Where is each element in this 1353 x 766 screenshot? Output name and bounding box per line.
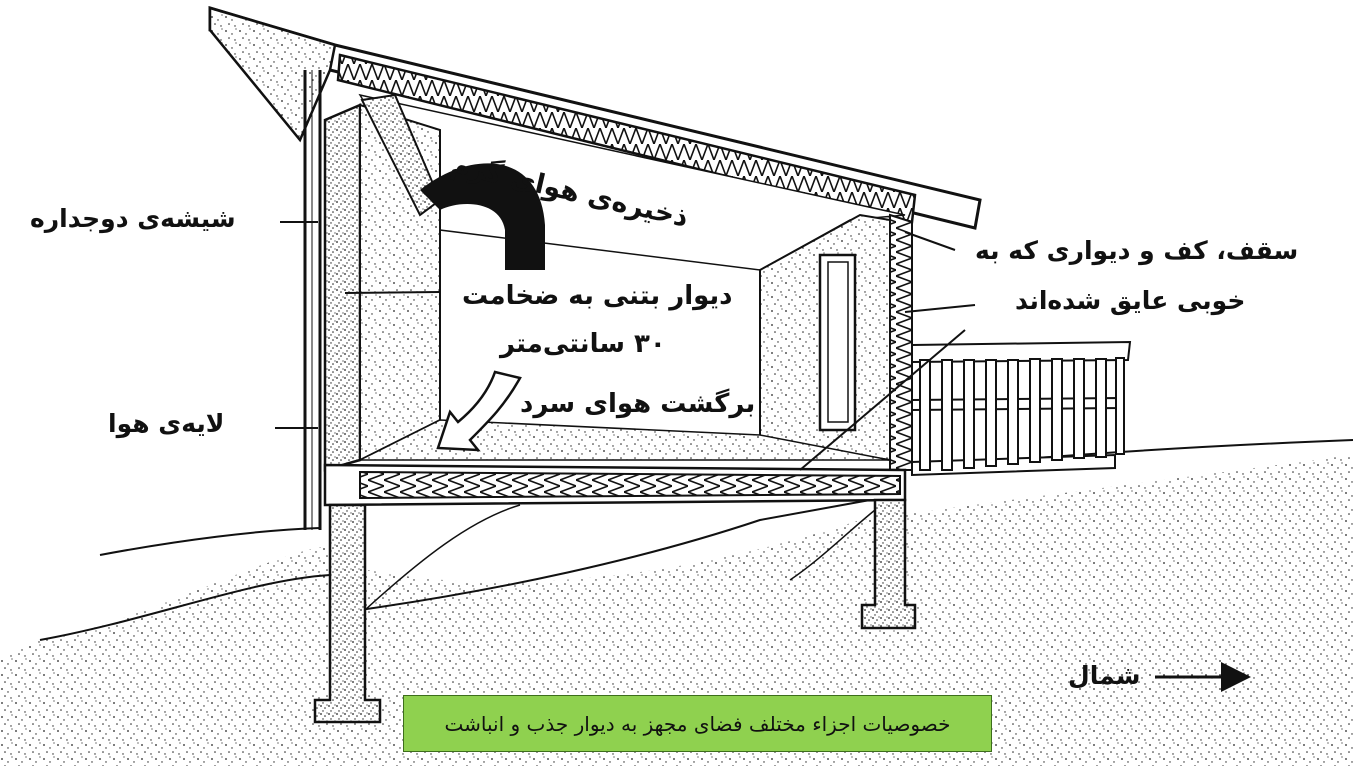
cold-air-arrow <box>436 370 522 452</box>
figure-caption: خصوصیات اجزاء مختلف فضای مجهز به دیوار ج… <box>403 695 992 752</box>
label-cold-air-return: برگشت هوای سرد <box>520 389 756 419</box>
label-concrete-wall-line2: ۳۰ سانتی‌متر <box>500 329 666 359</box>
roof <box>208 5 982 230</box>
label-double-glazing: شیشه‌ی دوجداره <box>30 204 236 233</box>
label-air-layer: لایه‌ی هوا <box>108 409 225 438</box>
warm-air-arrow <box>420 163 545 270</box>
label-insulated-line2: خوبی عایق شده‌اند <box>1015 286 1246 315</box>
floor-slab <box>323 463 907 507</box>
room-floor <box>359 419 891 461</box>
label-insulated-line1: سقف، کف و دیواری که به <box>975 236 1299 265</box>
label-concrete-wall-line1: دیوار بتنی به ضخامت <box>462 281 733 311</box>
north-deck <box>911 340 1132 477</box>
leader-lines <box>275 221 976 471</box>
label-north: شمال <box>1068 661 1141 690</box>
double-glazing <box>303 70 322 530</box>
north-wall <box>759 213 913 471</box>
foundations <box>313 498 917 724</box>
